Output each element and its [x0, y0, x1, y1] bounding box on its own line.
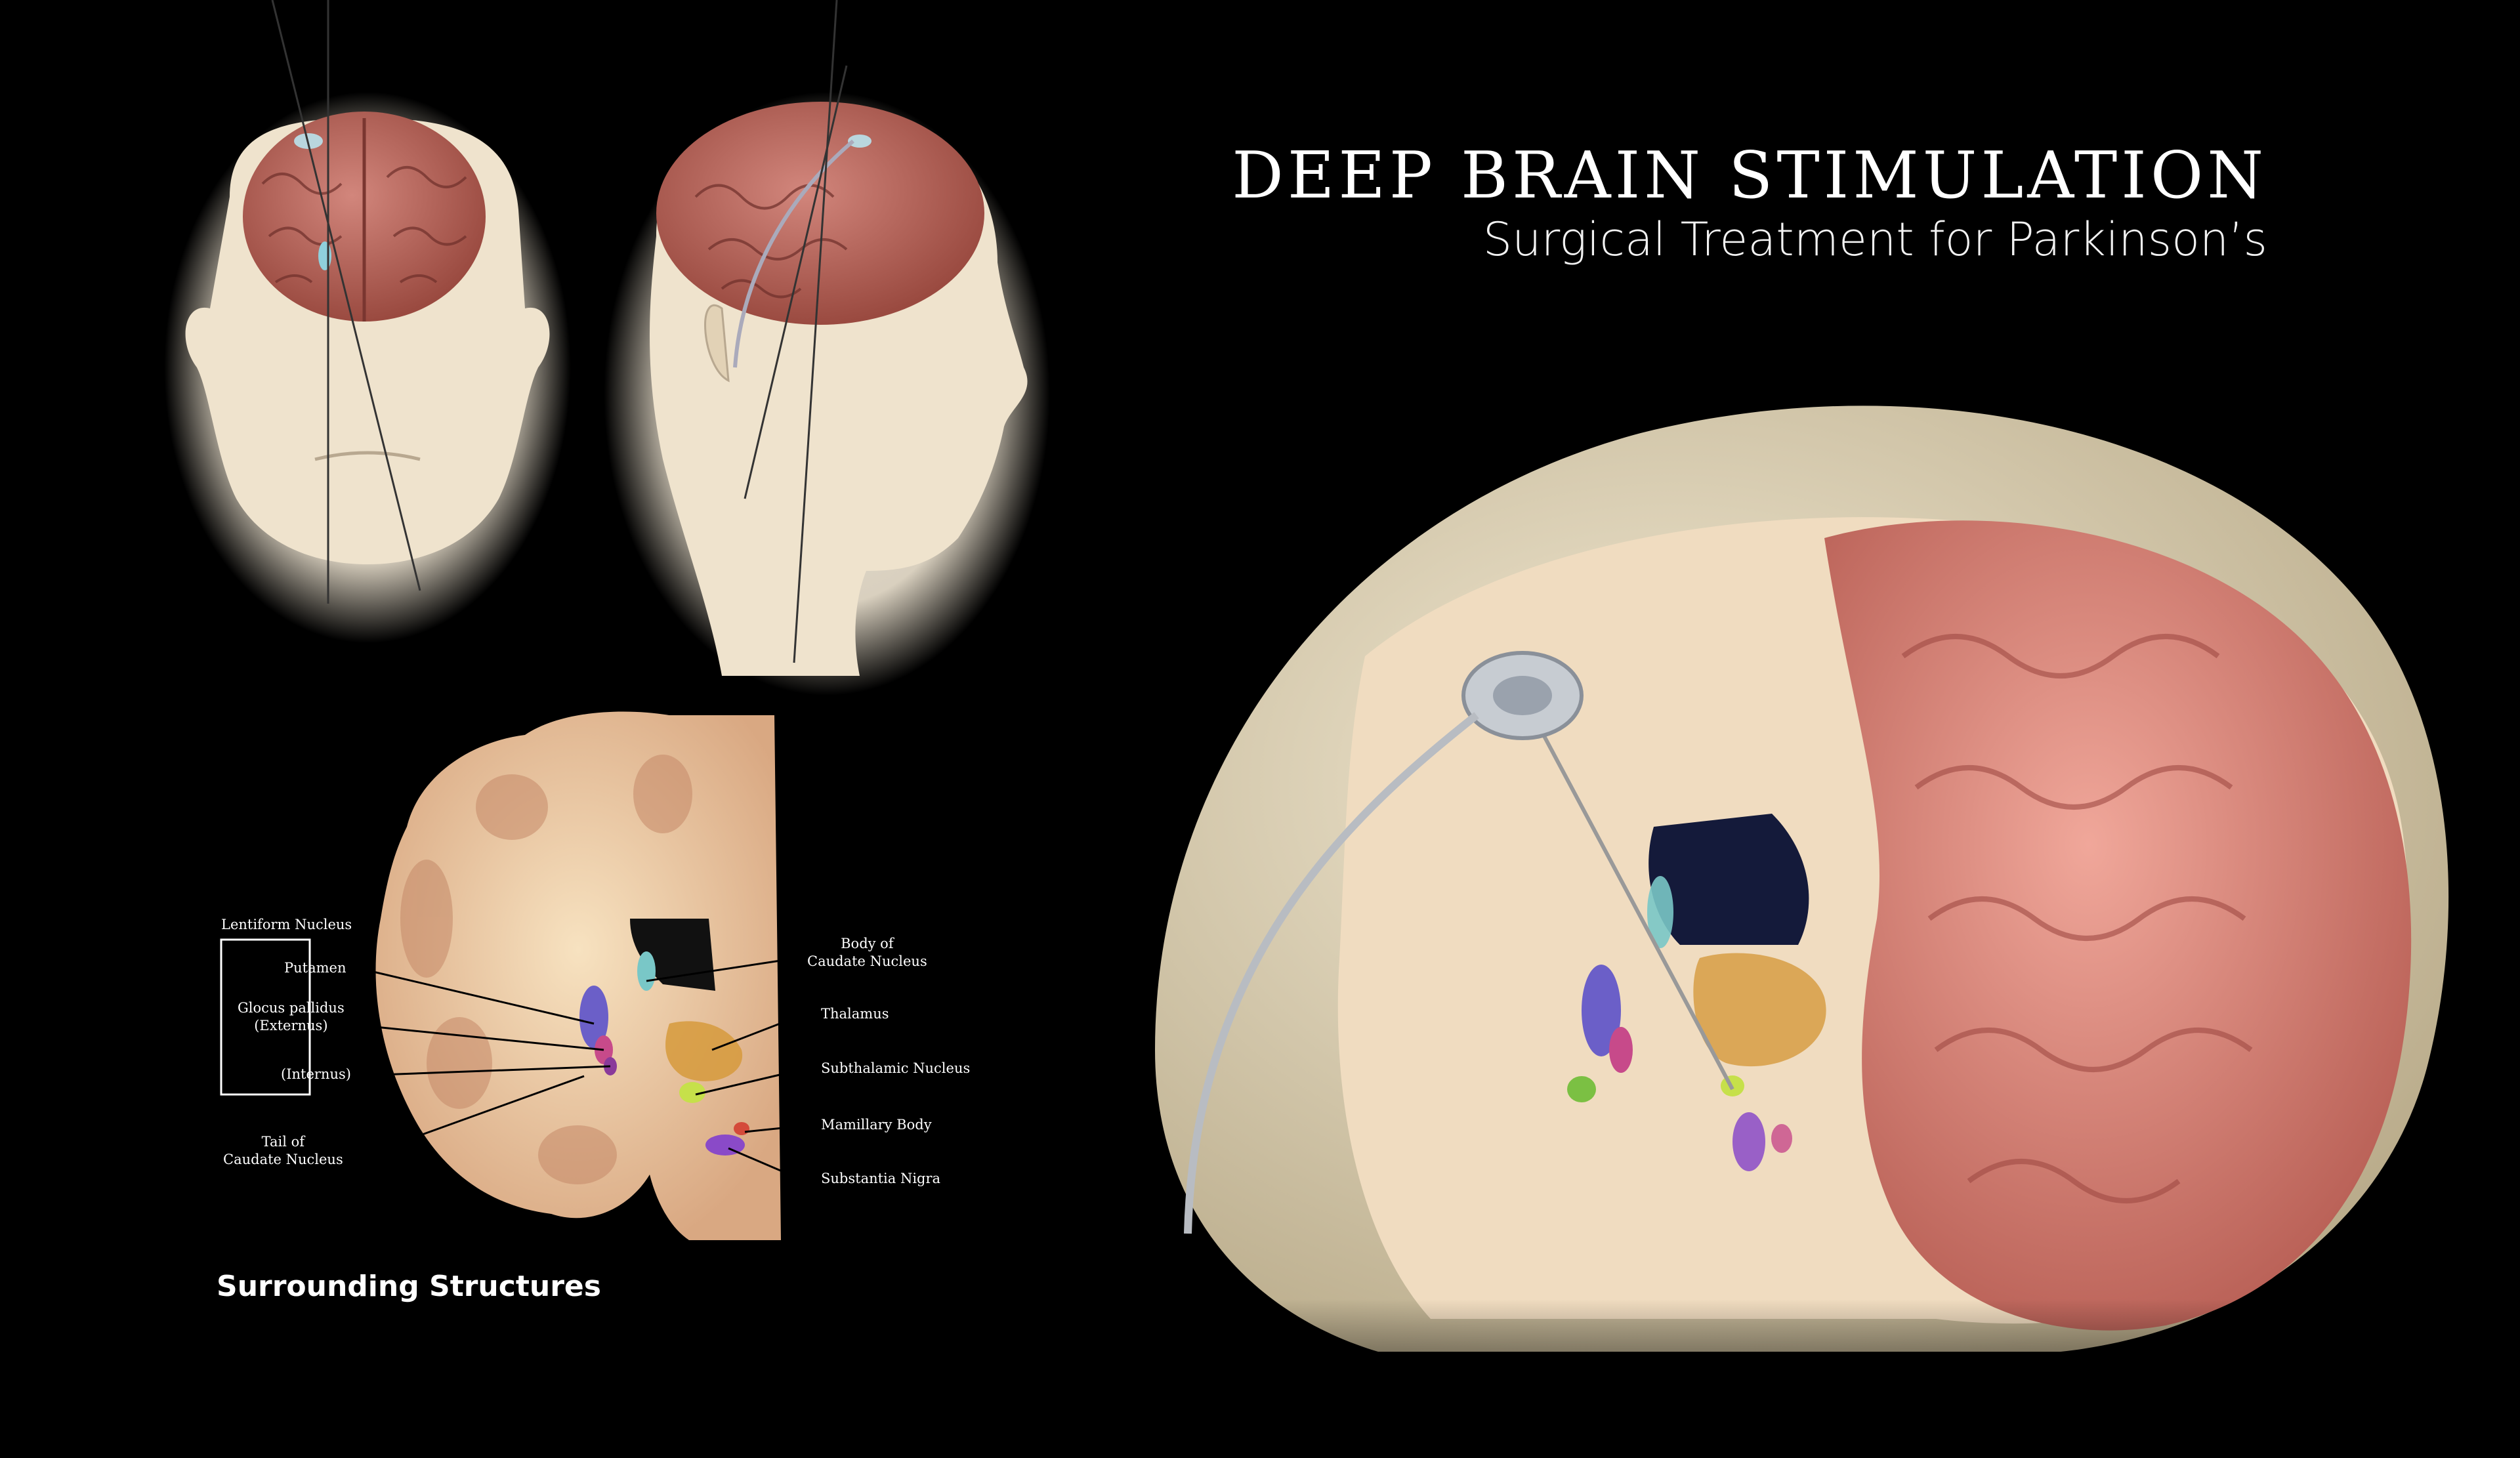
label-tail-caudate: Tail of Caudate Nucleus [223, 1133, 343, 1169]
label-body-caudate: Body of Caudate Nucleus [807, 935, 927, 971]
label-substantia-nigra: Substantia Nigra [821, 1171, 941, 1186]
title-block: DEEP BRAIN STIMULATION Surgical Treatmen… [1232, 138, 2267, 267]
page-subtitle: Surgical Treatment for Parkinson’s [1482, 212, 2267, 266]
label-tail-caudate-line1: Tail of [261, 1134, 305, 1150]
label-globus-pallidus: Glocus pallidus (Externus) [238, 999, 345, 1035]
label-tail-caudate-line2: Caudate Nucleus [223, 1152, 343, 1168]
label-internus: (Internus) [281, 1066, 351, 1082]
coronal-section-illustration [220, 711, 803, 1240]
label-mamillary-body: Mamillary Body [821, 1117, 932, 1133]
label-subthalamic-nucleus: Subthalamic Nucleus [821, 1060, 971, 1076]
label-globus-pallidus-line2: (Externus) [254, 1018, 328, 1034]
side-head-illustration [604, 0, 1050, 696]
label-body-caudate-line2: Caudate Nucleus [807, 953, 927, 970]
skull-cutaway-illustration [1116, 406, 2520, 1458]
label-body-caudate-line1: Body of [841, 936, 894, 951]
label-putamen: Putamen [284, 960, 346, 976]
section-heading-surrounding-structures: Surrounding Structures [217, 1270, 601, 1303]
page-title: DEEP BRAIN STIMULATION [1232, 138, 2267, 213]
label-lentiform-nucleus: Lentiform Nucleus [221, 917, 352, 932]
label-globus-pallidus-line1: Glocus pallidus [238, 1000, 345, 1016]
label-thalamus: Thalamus [821, 1006, 889, 1022]
front-head-illustration [164, 0, 571, 643]
